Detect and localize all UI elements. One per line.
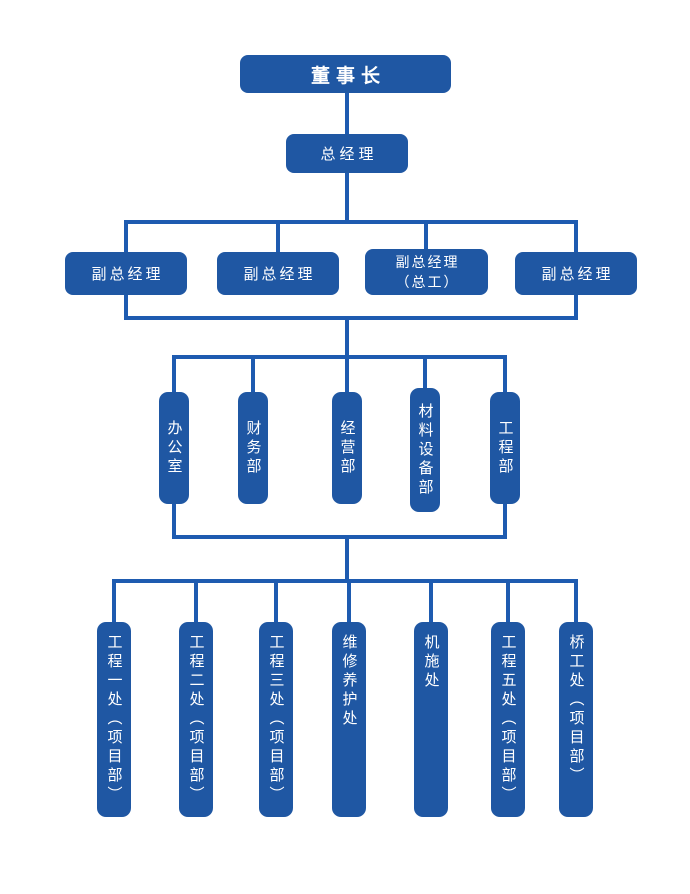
deputy-gm-box-1: 副总经理 — [65, 252, 187, 295]
dept-box-business: 经营部 — [332, 392, 362, 504]
connector-line — [345, 535, 349, 581]
connector-line — [194, 581, 198, 622]
deputy-gm-label: 副总经理 — [395, 253, 460, 270]
connector-line — [345, 173, 349, 222]
office-box-engineering-1: 工程一处（项目部） — [97, 622, 131, 817]
connector-line — [423, 355, 427, 388]
deputy-gm-label: 副总经理 — [91, 266, 164, 283]
office-label: 工程五处（项目部） — [499, 634, 517, 805]
deputy-gm-box-2: 副总经理 — [217, 252, 339, 295]
chairman-box: 董事长 — [240, 55, 451, 93]
office-label: 维修养护处 — [340, 634, 358, 729]
deputy-gm-sublabel: （总工） — [395, 274, 460, 290]
connector-line — [574, 295, 578, 318]
dept-box-office: 办公室 — [159, 392, 189, 504]
connector-line — [503, 504, 507, 537]
connector-line — [124, 316, 578, 320]
dept-label: 经营部 — [338, 419, 356, 477]
office-box-machinery: 机施处 — [414, 622, 448, 817]
connector-line — [172, 504, 176, 537]
connector-line — [574, 581, 578, 622]
connector-line — [124, 295, 128, 318]
dept-label: 工程部 — [496, 419, 514, 477]
general-manager-box: 总经理 — [286, 134, 408, 173]
chairman-label: 董事长 — [310, 65, 386, 87]
connector-line — [251, 355, 255, 392]
deputy-gm-label: 副总经理 — [243, 266, 316, 283]
dept-box-materials-equipment: 材料设备部 — [410, 388, 440, 512]
office-box-engineering-5: 工程五处（项目部） — [491, 622, 525, 817]
connector-line — [112, 581, 116, 622]
general-manager-label: 总经理 — [320, 146, 378, 163]
office-label: 工程三处（项目部） — [267, 634, 285, 805]
connector-line — [172, 355, 507, 359]
connector-line — [424, 222, 428, 249]
connector-line — [172, 535, 507, 539]
connector-line — [574, 222, 578, 252]
connector-line — [347, 581, 351, 622]
connector-line — [345, 93, 349, 134]
connector-line — [172, 355, 176, 392]
office-box-engineering-3: 工程三处（项目部） — [259, 622, 293, 817]
connector-line — [276, 222, 280, 252]
dept-box-finance: 财务部 — [238, 392, 268, 504]
office-box-maintenance: 维修养护处 — [332, 622, 366, 817]
connector-line — [112, 579, 578, 583]
dept-label: 材料设备部 — [416, 402, 434, 498]
connector-line — [124, 220, 578, 224]
connector-line — [506, 581, 510, 622]
connector-line — [345, 355, 349, 392]
connector-line — [429, 581, 433, 622]
office-box-engineering-2: 工程二处（项目部） — [179, 622, 213, 817]
office-label: 工程一处（项目部） — [105, 634, 123, 805]
dept-label: 办公室 — [165, 419, 183, 477]
connector-line — [503, 355, 507, 392]
office-label: 桥工处（项目部） — [567, 634, 585, 786]
connector-line — [124, 222, 128, 252]
office-label: 机施处 — [422, 634, 440, 691]
office-label: 工程二处（项目部） — [187, 634, 205, 805]
deputy-gm-chief-engineer-box: 副总经理 （总工） — [365, 249, 488, 295]
office-box-bridge-works: 桥工处（项目部） — [559, 622, 593, 817]
deputy-gm-box-4: 副总经理 — [515, 252, 637, 295]
dept-box-engineering: 工程部 — [490, 392, 520, 504]
connector-line — [274, 581, 278, 622]
deputy-gm-label: 副总经理 — [541, 266, 614, 283]
connector-line — [345, 316, 349, 357]
dept-label: 财务部 — [244, 419, 262, 477]
